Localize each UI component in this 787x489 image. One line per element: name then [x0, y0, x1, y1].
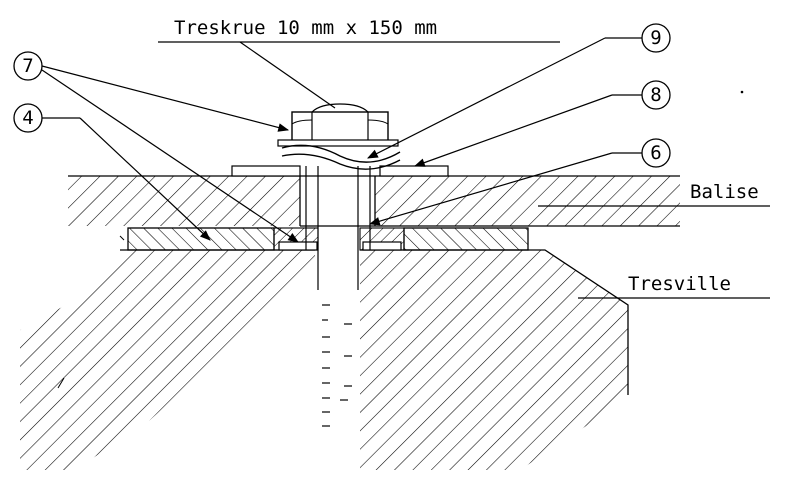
screw-spec-label: Treskrue 10 mm x 150 mm — [174, 17, 437, 39]
callout-6: 6 — [368, 138, 671, 226]
sleeper — [20, 249, 629, 470]
screw-threads — [322, 304, 352, 427]
bushing — [305, 166, 371, 250]
callout-4-number: 4 — [22, 107, 33, 129]
callout-8-number: 8 — [650, 84, 661, 106]
label-sleeper: Tresville — [578, 273, 770, 299]
label-balise: Balise — [538, 181, 770, 207]
washers — [278, 241, 402, 251]
label-screw: Treskrue 10 mm x 150 mm — [158, 17, 560, 109]
balise-label: Balise — [690, 181, 759, 203]
callout-4: 4 — [13, 103, 211, 241]
callout-7: 7 — [13, 51, 299, 243]
screw-head — [277, 103, 401, 170]
callout-9-number: 9 — [650, 27, 661, 49]
callout-8: 8 — [413, 80, 671, 167]
callout-7-number: 7 — [22, 55, 33, 77]
callout-9: 9 — [367, 23, 671, 159]
top-plates — [231, 165, 449, 177]
spacer-plates — [127, 227, 529, 251]
drafting-marks — [57, 90, 744, 389]
sleeper-label: Tresville — [628, 273, 731, 295]
callout-6-number: 6 — [650, 142, 661, 164]
bolt-hole — [317, 250, 359, 465]
balise-body — [68, 175, 680, 227]
